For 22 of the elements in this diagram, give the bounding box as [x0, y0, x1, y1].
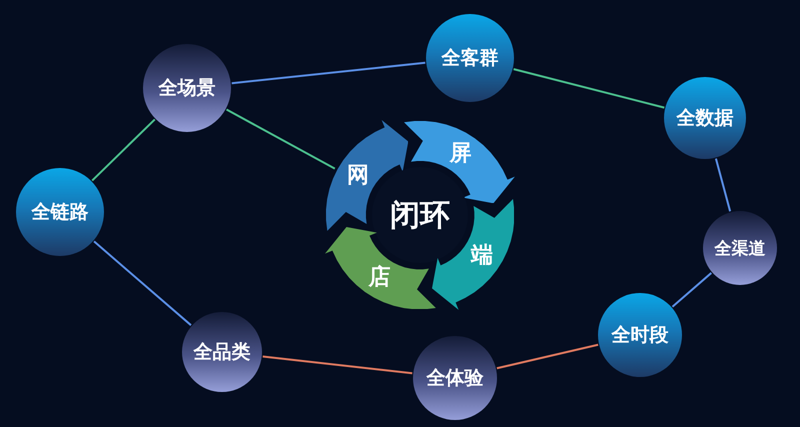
connector-line: [92, 118, 156, 182]
segment-label: 屏: [449, 140, 472, 168]
connector-line: [496, 344, 598, 370]
connector-line: [93, 240, 192, 326]
segment-label: 店: [368, 264, 391, 292]
connector-line: [513, 68, 665, 109]
topic-circle: 全渠道: [703, 211, 777, 285]
topic-circle: 全场景: [143, 44, 231, 132]
topic-circle: 全数据: [664, 77, 746, 159]
topic-circle: 全体验: [413, 336, 497, 420]
topic-circle: 闭环: [372, 167, 468, 263]
topic-circle: 全品类: [182, 312, 262, 392]
topic-circle: 全时段: [598, 293, 682, 377]
segment-label: 端: [471, 242, 494, 270]
connector-line: [226, 108, 336, 170]
connector-line: [232, 62, 426, 84]
topic-circle: 全客群: [426, 14, 514, 102]
segment-label: 网: [346, 162, 369, 190]
connector-line: [262, 356, 412, 374]
connector-line: [672, 272, 712, 308]
topic-circle: 全链路: [16, 168, 104, 256]
connector-line: [714, 158, 732, 212]
